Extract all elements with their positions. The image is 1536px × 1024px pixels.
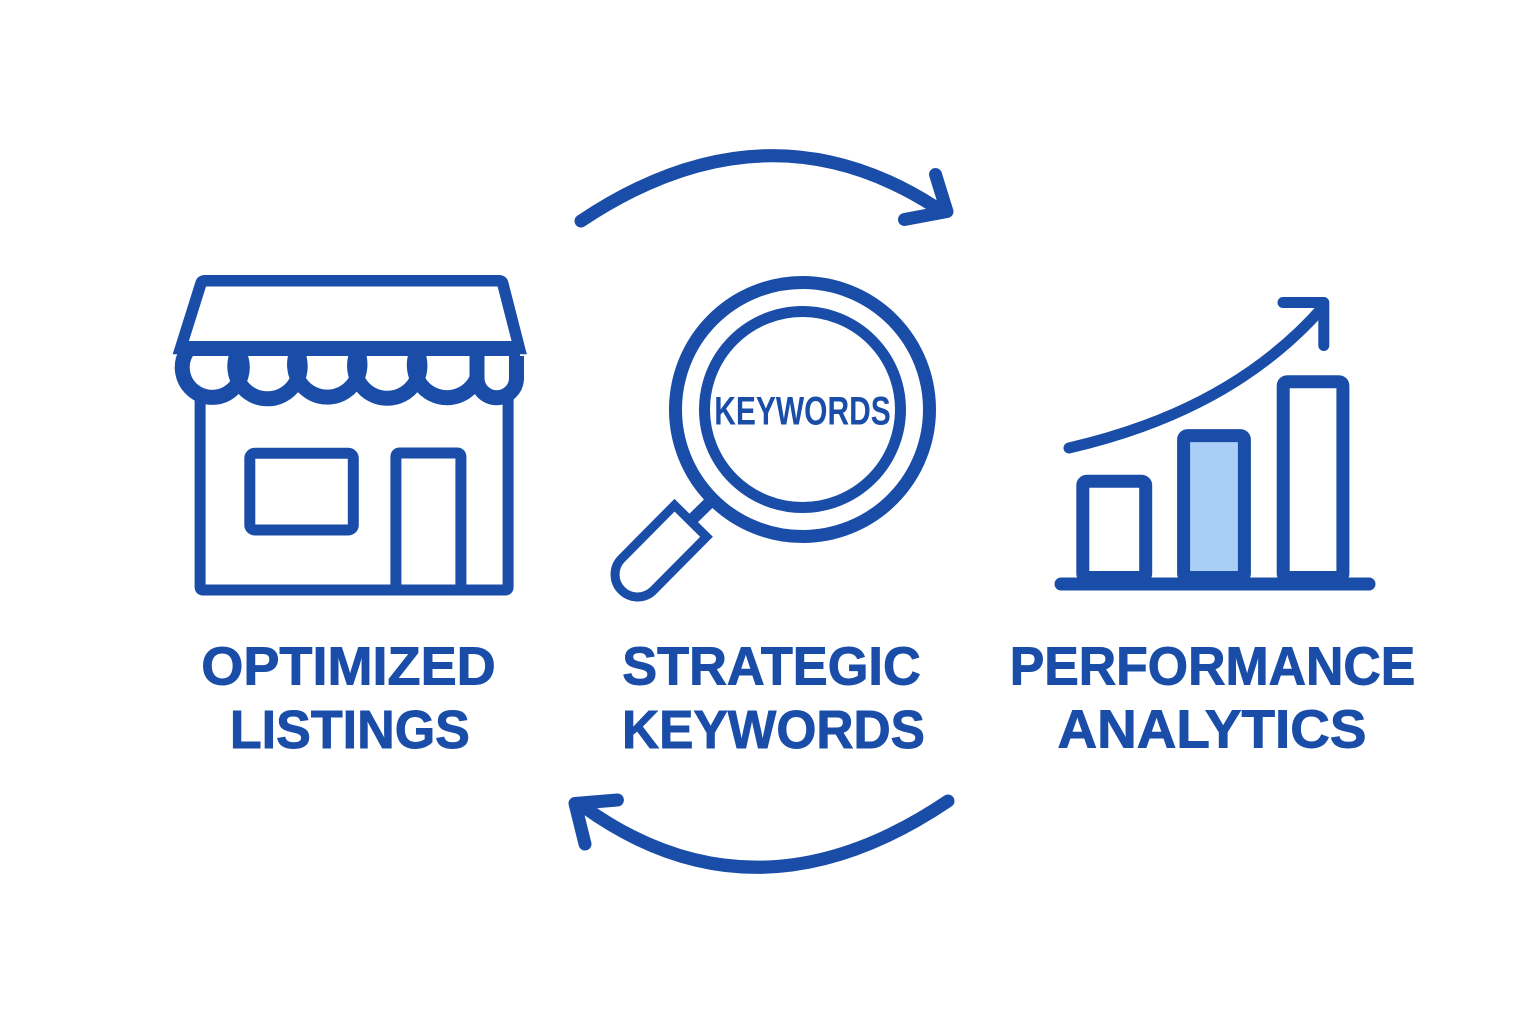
svg-text:OPTIMIZED: OPTIMIZED — [201, 637, 495, 697]
svg-text:PERFORMANCE: PERFORMANCE — [1010, 637, 1416, 697]
svg-text:KEYWORDS: KEYWORDS — [622, 700, 925, 760]
svg-text:ANALYTICS: ANALYTICS — [1058, 700, 1367, 760]
svg-text:STRATEGIC: STRATEGIC — [622, 637, 921, 697]
svg-text:LISTINGS: LISTINGS — [230, 700, 470, 760]
svg-text:KEYWORDS: KEYWORDS — [714, 390, 891, 434]
